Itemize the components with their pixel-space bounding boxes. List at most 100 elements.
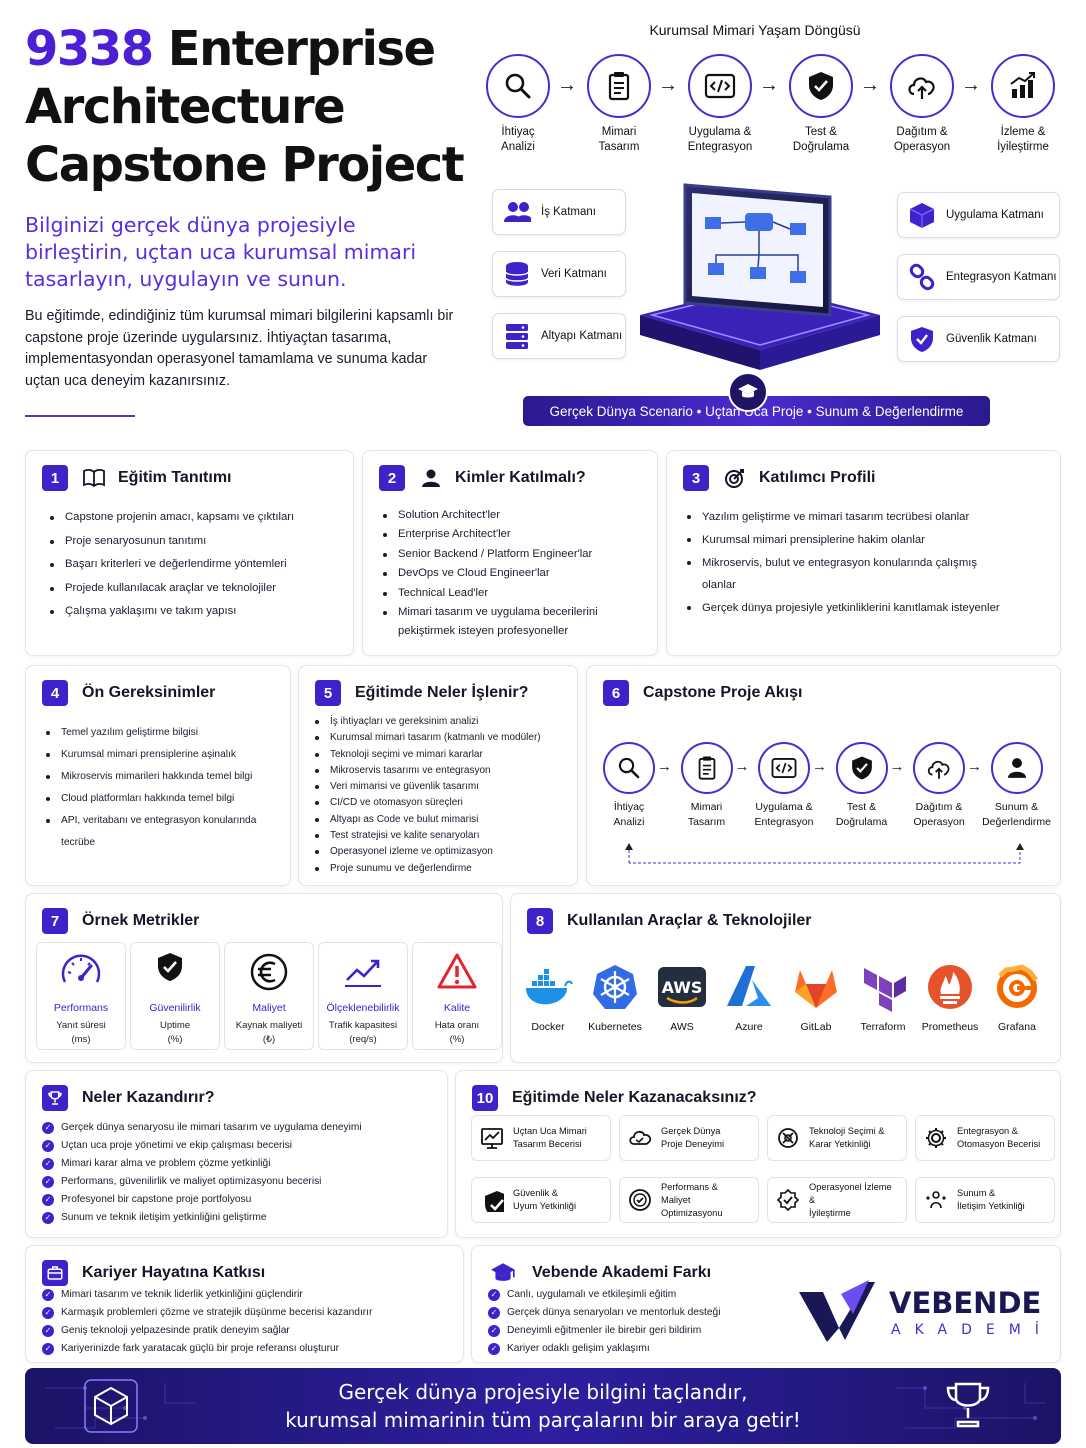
metric-unit: Kaynak maliyeti(₺)	[235, 1020, 303, 1045]
code-icon	[771, 758, 797, 778]
check-item: Gerçek dünya senaryosu ile mimari tasarı…	[42, 1119, 362, 1137]
tool-name: Kubernetes	[588, 1021, 642, 1033]
cloud-upload-icon	[908, 77, 935, 99]
gain-tile-label: Performans &Maliyet Optimizasyonu	[661, 1181, 723, 1218]
layer-card: Altyapı Katmanı	[492, 313, 626, 359]
clipboard-icon	[608, 72, 630, 101]
list-item: Solution Architect'ler	[379, 506, 649, 525]
euro-icon	[250, 953, 288, 991]
chart-board-icon	[481, 1128, 503, 1149]
list-item: Gerçek dünya projesiyle yetkinliklerini …	[683, 597, 1003, 620]
book-icon	[82, 466, 106, 490]
azure-icon	[727, 966, 771, 1006]
flow-step: Uygulama &Entegrasyon	[742, 742, 826, 829]
hero-description: Bu eğitimde, edindiğiniz tüm kurumsal mi…	[25, 308, 454, 389]
check-item: Mimari tasarım ve teknik liderlik yetkin…	[42, 1286, 372, 1304]
arrow-right-icon: →	[759, 74, 779, 96]
footer-line-1: Gerçek dünya projesiyle bilgini taçlandı…	[338, 1380, 748, 1404]
tool-name: Azure	[735, 1021, 763, 1033]
cube-icon	[84, 1379, 138, 1433]
check-item: Sunum ve teknik iletişim yetkinliğini ge…	[42, 1209, 362, 1227]
lifecycle-step-circle	[587, 54, 651, 118]
lifecycle-step-circle	[890, 54, 954, 118]
gain-tile-label: Güvenlik &Uyum Yetkinliği	[513, 1188, 577, 1211]
check-badge-icon	[776, 1188, 800, 1212]
people-icon	[926, 1191, 946, 1209]
check-item: Geniş teknoloji yelpazesinde pratik dene…	[42, 1322, 372, 1340]
profile-list: Yazılım geliştirme ve mimari tasarım tec…	[683, 506, 1003, 620]
list-item: Proje senaryosunun tanıtımı	[46, 533, 346, 549]
arrow-right-icon: →	[557, 74, 577, 96]
title-text: Enterprise Architecture Capstone Project	[25, 21, 465, 193]
card-number: 4	[42, 680, 68, 706]
tools-icon	[778, 1128, 798, 1148]
link-icon	[909, 263, 935, 291]
list-item: Enterprise Architect'ler	[379, 525, 649, 544]
users-icon	[504, 202, 531, 222]
check-item: Mimari karar alma ve problem çözme yetki…	[42, 1155, 362, 1173]
list-item: Yazılım geliştirme ve mimari tasarım tec…	[683, 506, 1003, 529]
flow-step-label: Sunum &Değerlendirme	[982, 801, 1051, 828]
hero-subtitle: Bilginizi gerçek dünya projesiyle birleş…	[25, 213, 417, 291]
lifecycle-step-label: Test &Doğrulama	[792, 126, 850, 153]
gain-tile-label: Entegrasyon &Otomasyon Becerisi	[957, 1126, 1041, 1149]
gain-tile: Performans &Maliyet Optimizasyonu	[619, 1177, 759, 1223]
metric-unit: Hata oranı(%)	[434, 1020, 480, 1045]
tool-name: Terraform	[860, 1021, 906, 1033]
gitlab-icon	[795, 970, 837, 1008]
platform-illustration	[630, 175, 890, 375]
layer-label: Veri Katmanı	[541, 268, 607, 280]
card-tools: 8 Kullanılan Araçlar & Teknolojiler Dock…	[510, 893, 1061, 1063]
shield-check-icon	[158, 953, 182, 981]
arrow-right-icon: →	[961, 74, 981, 96]
shield-icon	[911, 327, 933, 352]
lifecycle-step-circle	[789, 54, 853, 118]
arrow-right-icon: →	[860, 74, 880, 96]
gain-tile: Güvenlik &Uyum Yetkinliği	[471, 1177, 611, 1223]
footer-text: Gerçek dünya projesiyle bilgini taçlandı…	[205, 1378, 881, 1434]
check-item: Uçtan uca proje yönetimi ve ekip çalışma…	[42, 1137, 362, 1155]
terraform-icon	[864, 968, 906, 1012]
card-vebende: Vebende Akademi Farkı Canlı, uygulamalı …	[471, 1245, 1061, 1363]
clipboard-icon	[698, 756, 715, 780]
card-topics: 5 Eğitimde Neler İşlenir? İş ihtiyaçları…	[298, 665, 578, 886]
flow-step: Test &Doğrulama	[820, 742, 904, 829]
presenter-icon	[1007, 758, 1026, 778]
card-title: Eğitimde Neler İşlenir?	[355, 684, 529, 701]
metric-name: Kalite	[443, 1002, 471, 1014]
list-item: İş ihtiyaçları ve gereksinim analizi	[311, 714, 573, 730]
card-training-intro: 1 Eğitim Tanıtımı Capstone projenin amac…	[25, 450, 354, 656]
gear-icon	[926, 1128, 946, 1148]
career-list: Mimari tasarım ve teknik liderlik yetkin…	[42, 1286, 372, 1358]
lifecycle-step-label: İzleme &İyileştirme	[997, 126, 1049, 153]
list-item: Temel yazılım geliştirme bilgisi	[42, 722, 282, 744]
flow-step-circle	[758, 742, 810, 794]
list-item: Mikroservis mimarileri hakkında temel bi…	[42, 766, 282, 788]
list-item: API, veritabanı ve entegrasyon konuların…	[42, 810, 282, 854]
gain-tile-label: Sunum &İletişim Yetkinliği	[957, 1188, 1025, 1211]
vebende-logo-icon	[799, 1280, 875, 1342]
trend-icon	[345, 959, 381, 987]
check-item: Performans, güvenilirlik ve maliyet opti…	[42, 1173, 362, 1191]
layer-label: Güvenlik Katmanı	[946, 333, 1037, 345]
lifecycle-step: Uygulama &Entegrasyon	[665, 54, 775, 154]
lifecycle-step: Dağıtım &Operasyon	[867, 54, 977, 154]
kubernetes-icon	[593, 965, 637, 1009]
layer-card: Entegrasyon Katmanı	[897, 254, 1060, 300]
gain-tile: Teknoloji Seçimi &Karar Yetkinliği	[767, 1115, 907, 1161]
card-title: Ön Gereksinimler	[82, 684, 216, 701]
flow-step-circle	[680, 742, 733, 794]
card-benefits: Neler Kazandırır? Gerçek dünya senaryosu…	[25, 1070, 448, 1238]
card-title: Capstone Proje Akışı	[643, 684, 803, 701]
list-item: Cloud platformları hakkında temel bilgi	[42, 788, 282, 810]
card-title: Katılımcı Profili	[759, 469, 876, 486]
